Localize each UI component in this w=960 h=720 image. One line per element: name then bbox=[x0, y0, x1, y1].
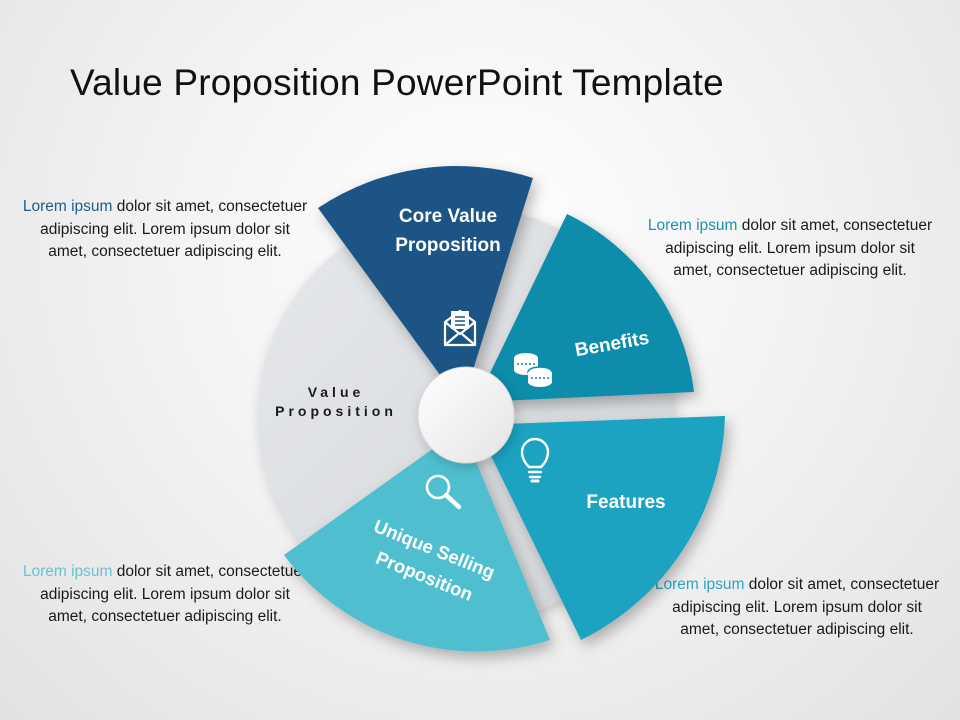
description-highlight: Lorem ipsum bbox=[22, 563, 113, 580]
coins-icon bbox=[514, 353, 553, 387]
description-top-left: Lorem ipsum dolor sit amet, consectetuer… bbox=[20, 196, 310, 264]
segment-core-value[interactable] bbox=[318, 166, 533, 405]
description-top-right: Lorem ipsum dolor sit amet, consectetuer… bbox=[645, 215, 935, 283]
segment-core-value-label-1: Core Value bbox=[399, 206, 497, 227]
wheel-center-hub bbox=[417, 366, 515, 464]
description-text: dolor sit amet, consectetuer adipiscing … bbox=[40, 563, 308, 625]
center-label-line-2: Proposition bbox=[275, 403, 397, 419]
description-highlight: Lorem ipsum bbox=[654, 576, 745, 593]
description-highlight: Lorem ipsum bbox=[22, 198, 113, 215]
description-text: dolor sit amet, consectetuer adipiscing … bbox=[665, 217, 933, 279]
description-bottom-left: Lorem ipsum dolor sit amet, consectetuer… bbox=[20, 561, 310, 629]
segment-core-value-label-2: Proposition bbox=[395, 235, 501, 256]
description-text: dolor sit amet, consectetuer adipiscing … bbox=[672, 576, 940, 638]
segment-features-label: Features bbox=[586, 492, 665, 513]
envelope-document-icon bbox=[443, 309, 477, 347]
lightbulb-icon bbox=[520, 437, 550, 483]
description-bottom-right: Lorem ipsum dolor sit amet, consectetuer… bbox=[652, 574, 942, 642]
slide-title: Value Proposition PowerPoint Template bbox=[70, 62, 724, 103]
center-label-line-1: Value bbox=[308, 384, 365, 400]
description-text: dolor sit amet, consectetuer adipiscing … bbox=[40, 198, 308, 260]
magnifier-icon bbox=[425, 474, 462, 510]
description-highlight: Lorem ipsum bbox=[647, 217, 738, 234]
segment-usp[interactable] bbox=[284, 428, 550, 652]
